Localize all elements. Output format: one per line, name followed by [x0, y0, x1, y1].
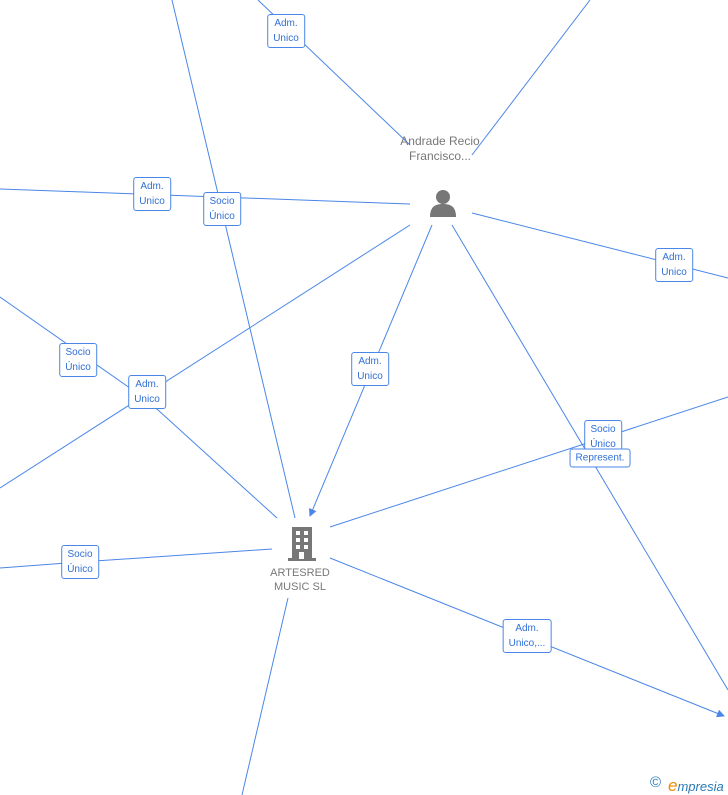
edge-label[interactable]: Socio Único [203, 192, 241, 226]
edge-label[interactable]: Socio Único [59, 343, 97, 377]
edge-label[interactable]: Adm. Unico [267, 14, 305, 48]
edge-line [241, 597, 289, 795]
edge-line [471, 0, 591, 156]
company-name-line1: ARTESRED [270, 567, 330, 579]
person-icon[interactable] [428, 188, 458, 218]
edge-label[interactable]: Adm. Unico [128, 375, 166, 409]
building-icon[interactable] [286, 526, 318, 562]
company-name-line2: MUSIC SL [274, 581, 326, 593]
empresia-logo: empresia [668, 776, 724, 795]
copyright-symbol: © [650, 774, 662, 791]
edge-label[interactable]: Adm. Unico [133, 177, 171, 211]
edge-label[interactable]: Adm. Unico [351, 352, 389, 386]
edge-line [329, 396, 728, 528]
edge-label[interactable]: Socio Único [61, 545, 99, 579]
edge-label[interactable]: Represent. [569, 448, 631, 468]
person-name[interactable]: Andrade Recio Francisco... [400, 134, 480, 163]
company-name[interactable]: ARTESRED MUSIC SL [270, 566, 330, 594]
edge-line [171, 0, 296, 519]
edge-label[interactable]: Adm. Unico [655, 248, 693, 282]
edge-line [0, 224, 411, 489]
logo-text: mpresia [677, 779, 724, 794]
edge-label[interactable]: Adm. Unico,... [502, 619, 552, 653]
edge-line [0, 548, 273, 569]
logo-initial: e [668, 776, 678, 795]
